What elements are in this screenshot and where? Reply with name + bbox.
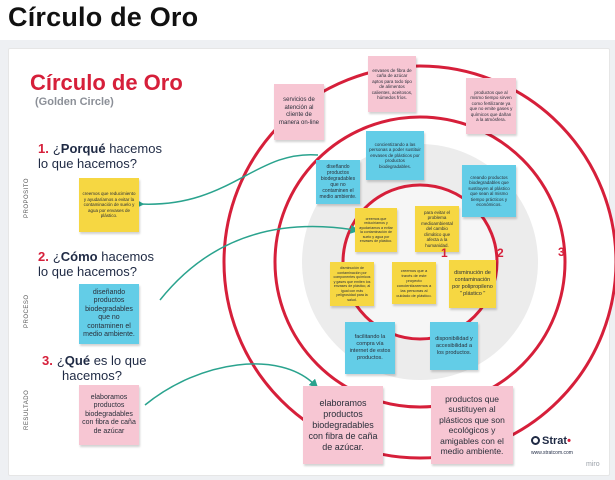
strat-url: www.stratcom.com [531,450,573,456]
note-what[interactable]: elaboramos productos biodegradables con … [79,385,139,445]
connector-what [144,363,319,406]
note-diseñando-middle[interactable]: diseñando productos biodegradables que n… [316,160,360,204]
question-how-line2: lo que hacemos? [38,264,138,279]
miro-watermark: miro [586,461,600,468]
note-servicios[interactable]: servicios de atención al cliente de mane… [274,84,324,140]
question-how-number: 2. [38,249,49,264]
note-facilitando[interactable]: facilitando la compra vía internet de es… [345,322,395,374]
ring-number-2: 2 [497,246,504,260]
ring-number-3: 3 [558,245,565,259]
golden-circle-subtitle: (Golden Circle) [35,96,114,108]
question-why-line2: lo que hacemos? [38,156,138,171]
note-disponibilidad[interactable]: disponibilidad y accesibilidad a los pro… [430,322,478,370]
side-label-proceso: PROCESO [24,294,30,328]
note-envases[interactable]: envases de fibra de caña de azúcar aptos… [368,56,416,112]
note-evitar[interactable]: para evitar el problema medioambiental d… [415,206,459,252]
page-title: Círculo de Oro [8,2,199,32]
note-productos-fertilizante[interactable]: productos que al mismo tiempo sirven com… [466,78,516,134]
note-how[interactable]: diseñando productos biodegradables que n… [79,284,139,344]
question-what: 3.¿Qué es lo que hacemos? [42,353,147,383]
side-label-proposito: PROPOSITO [24,177,30,218]
note-productos-sustituyen[interactable]: productos que sustituyen al plásticos qu… [431,386,513,464]
connector-why [135,154,319,209]
question-why-number: 1. [38,141,49,156]
note-why[interactable]: creemos que reducimiento y ayudaríamos a… [79,178,139,232]
question-what-line2: hacemos? [62,368,122,383]
note-disminucion[interactable]: disminución de contaminación por compone… [330,262,374,306]
note-creando[interactable]: creando productos biodegradables que sus… [462,165,516,217]
question-why: 1.¿Porqué hacemos lo que hacemos? [38,141,162,171]
question-what-number: 3. [42,353,53,368]
connector-how [159,224,360,301]
ring-number-1: 1 [441,246,448,260]
golden-circle-title: Círculo de Oro [30,70,183,95]
note-creemos-inner[interactable]: creemos que reduciríamos y ayudaríamos a… [355,208,397,252]
note-creemos-trazo[interactable]: creemos que a través de este proyecto co… [392,262,436,304]
question-how: 2.¿Cómo hacemos lo que hacemos? [38,249,155,279]
note-disminucion-polipropileno[interactable]: disminución de contaminación por polipro… [449,260,496,308]
side-label-resultado: RESULTADO [24,389,30,430]
strat-logo: Strat• [531,435,571,447]
strat-icon [531,436,540,445]
note-concientizando[interactable]: concientizando a las personas a poder su… [366,131,424,180]
note-elaboramos-outer[interactable]: elaboramos productos biodegradables con … [303,386,383,464]
